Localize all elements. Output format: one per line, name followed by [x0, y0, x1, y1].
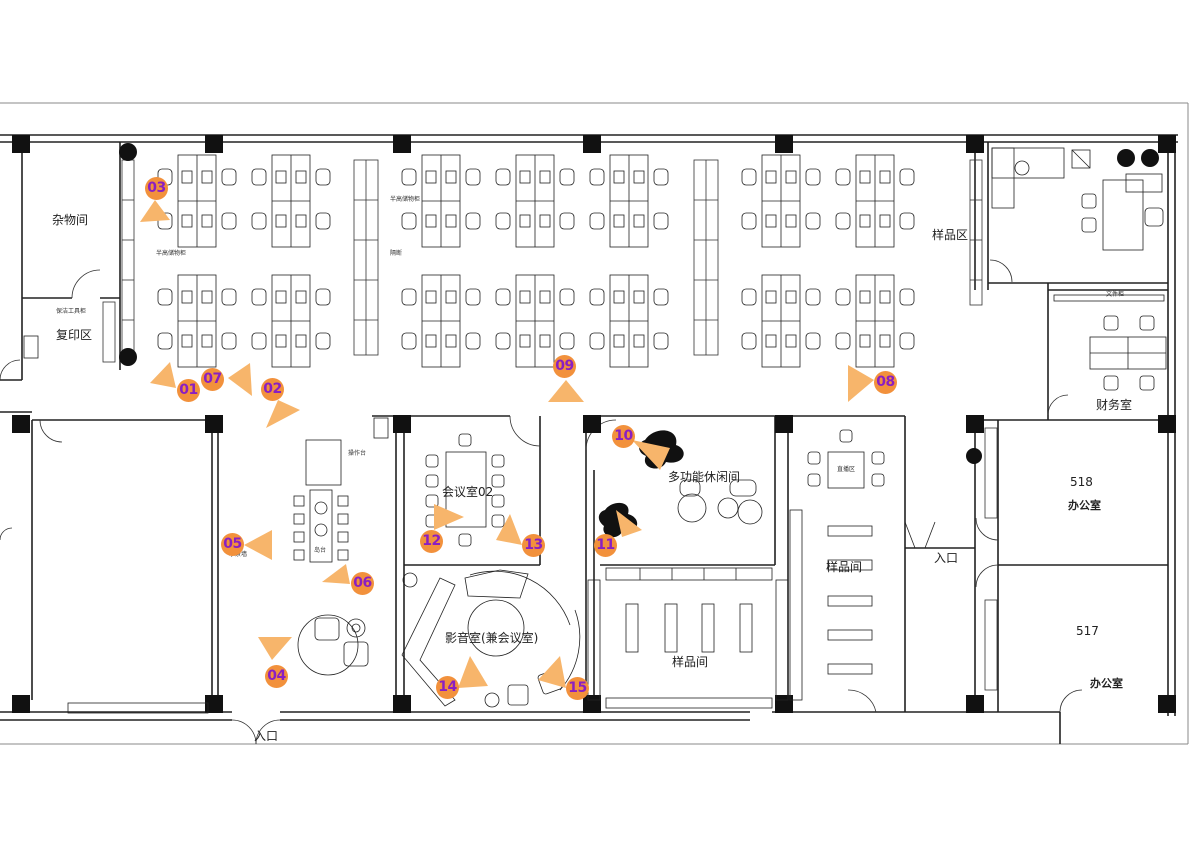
- view-cone-02: [266, 400, 300, 428]
- workstation-cluster: [741, 274, 821, 368]
- workstations: [157, 154, 915, 368]
- office-518-name: 办公室: [1068, 499, 1101, 512]
- label-half-height-cabinet-2: 半高储物柜: [390, 196, 421, 203]
- view-cone-07: [228, 363, 252, 396]
- manager-office: [991, 147, 1164, 251]
- room-label-storage: 杂物间: [52, 213, 89, 227]
- view-marker-05[interactable]: 05: [221, 533, 244, 556]
- room-label-finance: 财务室: [1096, 398, 1133, 412]
- label-live-area: 直播区: [837, 466, 856, 473]
- view-marker-03[interactable]: 03: [145, 177, 168, 200]
- view-cone-08: [848, 365, 874, 402]
- view-cone-12: [434, 504, 464, 530]
- view-cone-04: [258, 637, 292, 660]
- view-cone-11: [616, 510, 642, 537]
- view-cones: [140, 200, 874, 688]
- room-label-sample-area: 样品区: [932, 228, 969, 242]
- columns: [12, 135, 1176, 713]
- workstation-cluster: [835, 154, 915, 248]
- label-half-height-cabinet-1: 半高储物柜: [156, 250, 187, 257]
- entrance-right-label: 入口: [934, 551, 959, 565]
- lounge-furniture: [677, 479, 763, 525]
- office-517-name: 办公室: [1090, 677, 1123, 690]
- island-counter: [293, 417, 389, 563]
- lounge-seating: [297, 614, 369, 676]
- view-cone-01: [150, 362, 176, 388]
- label-partition: 隔断: [390, 250, 403, 257]
- view-cone-09: [548, 380, 584, 402]
- workstation-cluster: [401, 274, 481, 368]
- room-label-sample-room-right: 样品间: [826, 560, 863, 574]
- view-marker-09[interactable]: 09: [553, 355, 576, 378]
- label-operation-counter: 操作台: [348, 450, 367, 457]
- view-marker-14[interactable]: 14: [436, 676, 459, 699]
- room-label-copy-area: 复印区: [56, 328, 93, 342]
- workstation-cluster: [401, 154, 481, 248]
- view-cone-15: [538, 656, 566, 688]
- workstation-cluster: [157, 274, 237, 368]
- room-label-meeting-room: 会议室02: [442, 485, 494, 499]
- view-marker-08[interactable]: 08: [874, 371, 897, 394]
- room-label-av-room: 影音室(兼会议室): [445, 631, 539, 645]
- meeting-table: [425, 433, 505, 547]
- label-island: 岛台: [314, 547, 327, 554]
- label-file-cabinet: 文件柜: [1106, 291, 1125, 298]
- av-room-furniture: [401, 569, 581, 708]
- view-marker-10[interactable]: 10: [612, 425, 635, 448]
- sample-shelves: [587, 429, 885, 709]
- partitions: [102, 159, 998, 691]
- left-room-details: [23, 335, 936, 714]
- plants: [119, 143, 1159, 464]
- view-cone-03: [140, 200, 170, 222]
- office-517-number: 517: [1076, 624, 1099, 638]
- view-cone-10: [632, 440, 670, 470]
- view-marker-01[interactable]: 01: [177, 379, 200, 402]
- workstation-cluster: [157, 154, 237, 248]
- office-518-number: 518: [1070, 475, 1093, 489]
- view-marker-06[interactable]: 06: [351, 572, 374, 595]
- workstation-cluster: [835, 274, 915, 368]
- workstation-cluster: [251, 274, 331, 368]
- view-marker-04[interactable]: 04: [265, 665, 288, 688]
- view-marker-11[interactable]: 11: [594, 534, 617, 557]
- workstation-cluster: [589, 154, 669, 248]
- view-cone-06: [322, 564, 350, 584]
- view-marker-07[interactable]: 07: [201, 368, 224, 391]
- workstation-cluster: [495, 274, 575, 368]
- workstation-cluster: [589, 274, 669, 368]
- workstation-cluster: [741, 154, 821, 248]
- finance-desks: [1053, 294, 1167, 391]
- view-marker-13[interactable]: 13: [522, 534, 545, 557]
- entrance-bottom-label: 入口: [254, 729, 279, 743]
- label-tool-cabinet: 保洁工具柜: [56, 308, 87, 315]
- view-marker-15[interactable]: 15: [566, 677, 589, 700]
- view-marker-12[interactable]: 12: [420, 530, 443, 553]
- walls: [0, 134, 1178, 744]
- view-cone-13: [496, 514, 522, 545]
- room-label-sample-room-center: 样品间: [672, 655, 709, 669]
- room-label-multi-lounge: 多功能休闲间: [668, 470, 741, 484]
- workstation-cluster: [251, 154, 331, 248]
- view-cone-14: [458, 656, 488, 688]
- workstation-cluster: [495, 154, 575, 248]
- view-cone-05: [244, 530, 272, 560]
- view-marker-02[interactable]: 02: [261, 378, 284, 401]
